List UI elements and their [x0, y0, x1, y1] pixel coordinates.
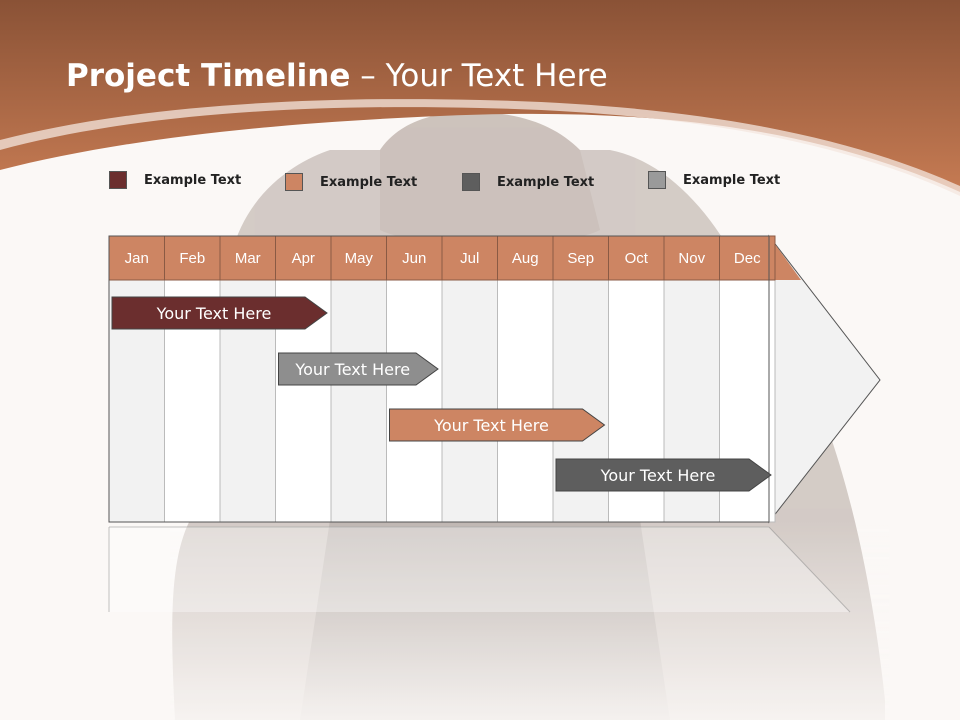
month-label-jul: Jul	[460, 250, 479, 267]
month-header-feb	[164, 235, 221, 281]
timeline-reflection-edge-right	[768, 526, 851, 613]
page-title-sub: – Your Text Here	[360, 58, 608, 94]
month-label-jan: Jan	[125, 250, 149, 267]
timeline-reflection	[109, 527, 850, 612]
legend-swatch-2	[285, 173, 303, 191]
month-column-aug	[497, 279, 554, 523]
month-header-mar	[219, 235, 276, 281]
legend-item-3: Example Text	[462, 172, 594, 192]
month-headers: Jan Feb Mar Apr May Jun Jul Aug Sep Oct Nov Dec	[108, 235, 776, 281]
month-label-aug: Aug	[512, 250, 539, 267]
legend-item-2: Example Text	[285, 172, 417, 192]
header-band	[0, 0, 960, 192]
timeline-bar-label-2: Your Text Here	[294, 360, 410, 379]
month-label-mar: Mar	[235, 250, 261, 267]
timeline-bar-2	[278, 352, 439, 386]
legend-swatch-1	[109, 171, 127, 189]
legend-swatch-3	[462, 173, 480, 191]
month-header-dec	[719, 235, 776, 281]
month-label-dec: Dec	[734, 250, 761, 267]
legend-swatch-4	[648, 171, 666, 189]
legend-label-3: Example Text	[497, 174, 595, 190]
month-header-jun	[386, 235, 443, 281]
month-label-apr: Apr	[292, 250, 315, 267]
month-label-nov: Nov	[678, 250, 705, 267]
month-label-feb: Feb	[179, 250, 205, 267]
timeline-frame	[108, 235, 770, 523]
legend-item-1: Example Text	[109, 170, 241, 190]
timeline-arrow-header-tip	[769, 236, 801, 280]
legend-label-4: Example Text	[683, 172, 781, 188]
month-label-may: May	[345, 250, 374, 267]
header-swoosh	[0, 99, 960, 196]
month-column-may	[330, 279, 387, 523]
month-label-oct: Oct	[625, 250, 649, 267]
legend-label-1: Example Text	[144, 172, 242, 188]
month-header-nov	[663, 235, 720, 281]
month-column-jul	[441, 279, 498, 523]
timeline-bar-1	[111, 296, 328, 330]
timeline-bar-label-3: Your Text Here	[433, 416, 549, 435]
page-title-main: Project Timeline	[66, 58, 351, 94]
month-label-jun: Jun	[402, 250, 426, 267]
timeline-bar-label-4: Your Text Here	[600, 466, 716, 485]
timeline-bar-3	[389, 408, 606, 442]
timeline-bar-4	[555, 458, 772, 492]
page-title: Project Timeline – Your Text Here	[66, 58, 608, 94]
legend-label-2: Example Text	[320, 174, 418, 190]
month-column-jun	[386, 279, 443, 523]
legend-item-4: Example Text	[648, 170, 780, 190]
timeline-bar-label-1: Your Text Here	[156, 304, 272, 323]
month-label-sep: Sep	[567, 250, 594, 267]
